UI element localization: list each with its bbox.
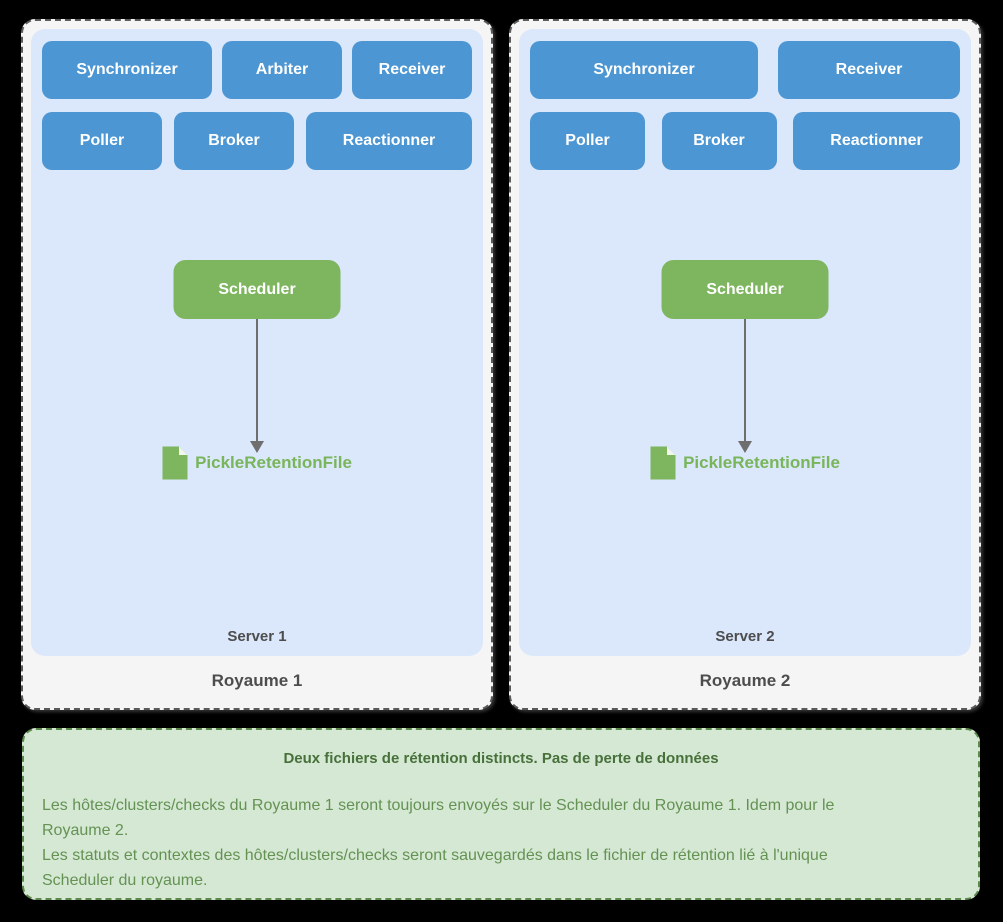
royaume-label: Royaume 2 bbox=[699, 671, 791, 690]
note-body-line: Royaume 2. bbox=[42, 822, 129, 839]
server-label: Server 2 bbox=[715, 628, 775, 645]
daemon-node-arbiter: Arbiter bbox=[222, 41, 342, 99]
daemon-node-poller: Poller bbox=[530, 112, 645, 170]
royaume-label: Royaume 1 bbox=[211, 671, 303, 690]
server-1-panel: Synchronizer Arbiter Receiver Poller Bro… bbox=[31, 29, 483, 656]
daemon-row-2: Poller Broker Reactionner bbox=[530, 112, 960, 170]
daemon-node-synchronizer: Synchronizer bbox=[530, 41, 758, 99]
scheduler-node: Scheduler bbox=[173, 260, 341, 319]
note-title: Deux fichiers de rétention distincts. Pa… bbox=[283, 750, 719, 767]
note-body-line: Les hôtes/clusters/checks du Royaume 1 s… bbox=[42, 797, 835, 814]
royaume-1-panel: Synchronizer Arbiter Receiver Poller Bro… bbox=[21, 19, 493, 710]
retention-file-node: PickleRetentionFile bbox=[519, 446, 971, 480]
daemon-node-poller: Poller bbox=[42, 112, 162, 170]
royaume-2-panel: Synchronizer Receiver Poller Broker Reac… bbox=[509, 19, 981, 710]
daemon-node-synchronizer: Synchronizer bbox=[42, 41, 212, 99]
retention-file-label: PickleRetentionFile bbox=[195, 453, 352, 472]
daemon-node-broker: Broker bbox=[661, 112, 777, 170]
scheduler-to-file-arrow bbox=[256, 319, 258, 441]
daemon-row-2: Poller Broker Reactionner bbox=[42, 112, 472, 170]
scheduler-to-file-arrow bbox=[744, 319, 746, 441]
file-icon bbox=[162, 446, 188, 480]
server-label: Server 1 bbox=[227, 628, 287, 645]
daemon-row-1: Synchronizer Arbiter Receiver bbox=[42, 41, 472, 99]
arrow-down-icon bbox=[738, 441, 752, 453]
file-icon bbox=[650, 446, 676, 480]
note-body-line: Scheduler du royaume. bbox=[42, 872, 208, 889]
arrow-down-icon bbox=[250, 441, 264, 453]
note-body-line: Les statuts et contextes des hôtes/clust… bbox=[42, 847, 828, 864]
note-panel: Deux fichiers de rétention distincts. Pa… bbox=[22, 728, 980, 900]
daemon-node-reactionner: Reactionner bbox=[793, 112, 960, 170]
daemon-node-receiver: Receiver bbox=[352, 41, 472, 99]
scheduler-node: Scheduler bbox=[661, 260, 829, 319]
server-2-panel: Synchronizer Receiver Poller Broker Reac… bbox=[519, 29, 971, 656]
daemon-node-receiver: Receiver bbox=[778, 41, 960, 99]
daemon-node-broker: Broker bbox=[174, 112, 294, 170]
retention-file-node: PickleRetentionFile bbox=[31, 446, 483, 480]
retention-file-label: PickleRetentionFile bbox=[683, 453, 840, 472]
daemon-row-1: Synchronizer Receiver bbox=[530, 41, 960, 99]
daemon-node-reactionner: Reactionner bbox=[306, 112, 472, 170]
